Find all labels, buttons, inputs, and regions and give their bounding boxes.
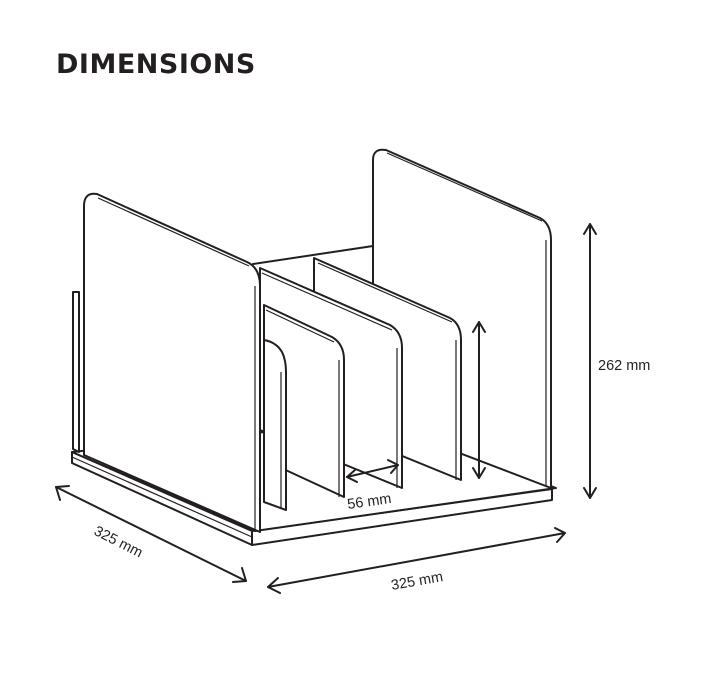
divider-gap-label: 56 mm bbox=[346, 491, 392, 513]
depth-dimension bbox=[55, 485, 247, 583]
width-label: 325 mm bbox=[390, 569, 444, 594]
height-label: 262 mm bbox=[598, 358, 650, 374]
divider-smallest bbox=[263, 339, 287, 511]
divider-gap-dimension bbox=[346, 459, 399, 483]
page-title: DIMENSIONS bbox=[56, 49, 256, 80]
depth-label: 325 mm bbox=[91, 523, 145, 561]
front-panel bbox=[72, 192, 261, 533]
divider-height-arrow bbox=[472, 321, 486, 479]
height-dimension bbox=[583, 223, 597, 499]
width-dimension bbox=[267, 527, 566, 594]
